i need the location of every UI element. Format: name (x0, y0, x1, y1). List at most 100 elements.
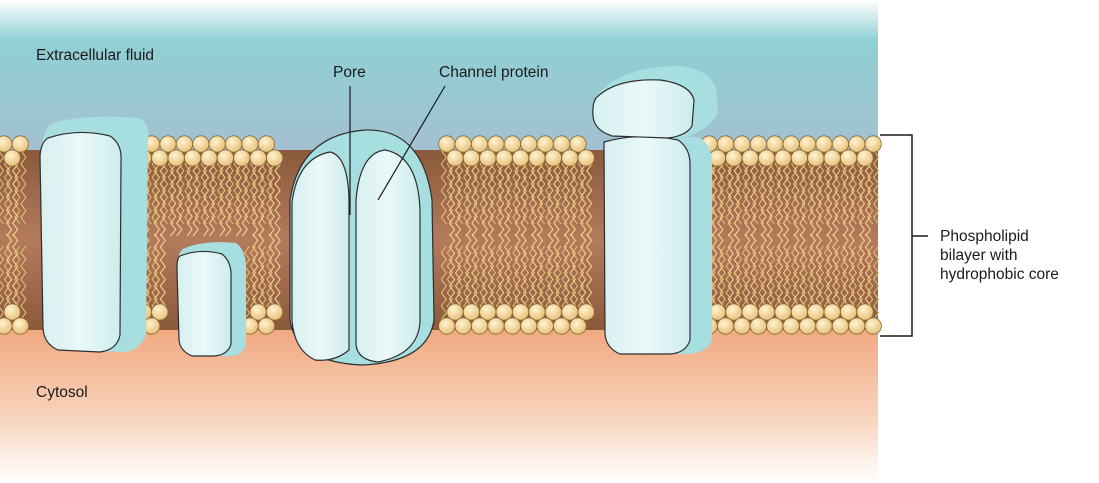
lipid-head (840, 150, 856, 166)
lipid-head (865, 318, 881, 334)
lipid-head (857, 304, 873, 320)
phospholipid-label-line-3: hydrophobic core (940, 265, 1090, 284)
peripheral-protein-small (177, 242, 246, 356)
lipid-head (4, 304, 20, 320)
lipid-head (578, 150, 594, 166)
lipid-head (242, 136, 258, 152)
lipid-head (266, 304, 282, 320)
lipid-head (726, 150, 742, 166)
lipid-head (480, 150, 496, 166)
lipid-head (791, 150, 807, 166)
lipid-head (553, 136, 569, 152)
lipid-head (832, 136, 848, 152)
lipid-head (758, 304, 774, 320)
pore-label: Pore (333, 63, 366, 82)
lipid-head (824, 304, 840, 320)
lipid-head (480, 304, 496, 320)
lipid-head (0, 318, 12, 334)
lipid-head (152, 304, 168, 320)
lipid-head (168, 150, 184, 166)
lipid-head (4, 150, 20, 166)
lipid-head (463, 150, 479, 166)
lipid-head (529, 304, 545, 320)
lipid-head (824, 150, 840, 166)
lipid-head (250, 150, 266, 166)
lipid-head (816, 136, 832, 152)
lipid-head (742, 150, 758, 166)
lipid-head (176, 136, 192, 152)
lipid-head (439, 318, 455, 334)
lipid-head (529, 150, 545, 166)
lipid-head (816, 318, 832, 334)
lipid-head (775, 150, 791, 166)
lipid-head (537, 136, 553, 152)
lipid-head (266, 150, 282, 166)
lipid-head (455, 318, 471, 334)
transmembrane-protein-right (593, 66, 718, 354)
lipid-head (808, 304, 824, 320)
lipid-head (234, 150, 250, 166)
lipid-head (578, 304, 594, 320)
lipid-head (734, 318, 750, 334)
lipid-head (742, 304, 758, 320)
lipid-head (734, 136, 750, 152)
lipid-head (471, 318, 487, 334)
lipid-head (521, 318, 537, 334)
lipid-head (849, 136, 865, 152)
lipid-head (12, 318, 28, 334)
lipid-head (496, 150, 512, 166)
lipid-head (250, 304, 266, 320)
lipid-head (562, 150, 578, 166)
lipid-head (184, 150, 200, 166)
lipid-head (857, 150, 873, 166)
lipid-head (12, 136, 28, 152)
lipid-head (767, 136, 783, 152)
lipid-head (160, 136, 176, 152)
lipid-head (209, 136, 225, 152)
lipid-head (767, 318, 783, 334)
lipid-head (504, 136, 520, 152)
lipid-head (488, 136, 504, 152)
lipid-head (750, 136, 766, 152)
lipid-head (537, 318, 553, 334)
lipid-head (799, 318, 815, 334)
lipid-head (717, 136, 733, 152)
lipid-head (447, 150, 463, 166)
lipid-head (447, 304, 463, 320)
lipid-head (455, 136, 471, 152)
lipid-head (496, 304, 512, 320)
lipid-head (512, 150, 528, 166)
lipid-head (783, 136, 799, 152)
lipid-head (152, 150, 168, 166)
lipid-head (439, 136, 455, 152)
lipid-head (865, 136, 881, 152)
extracellular-fluid-label: Extracellular fluid (36, 46, 154, 65)
lipid-head (562, 304, 578, 320)
channel-protein (290, 130, 434, 365)
lipid-head (504, 318, 520, 334)
lipid-head (726, 304, 742, 320)
lipid-head (791, 304, 807, 320)
lipid-head (840, 304, 856, 320)
lipid-head (570, 136, 586, 152)
lipid-head (258, 136, 274, 152)
lipid-head (717, 318, 733, 334)
channel-protein-label: Channel protein (439, 63, 548, 82)
lipid-head (225, 136, 241, 152)
lipid-head (193, 136, 209, 152)
lipid-head (832, 318, 848, 334)
lipid-head (750, 318, 766, 334)
phospholipid-bilayer-label: Phospholipid bilayer with hydrophobic co… (940, 227, 1090, 284)
phospholipid-label-line-2: bilayer with (940, 246, 1090, 265)
lipid-head (512, 304, 528, 320)
lipid-head (545, 150, 561, 166)
transmembrane-protein-left (40, 117, 148, 352)
lipid-head (521, 136, 537, 152)
lipid-head (758, 150, 774, 166)
cytosol-label: Cytosol (36, 383, 88, 402)
lipid-head (201, 150, 217, 166)
lipid-head (488, 318, 504, 334)
lipid-head (463, 304, 479, 320)
lipid-head (545, 304, 561, 320)
